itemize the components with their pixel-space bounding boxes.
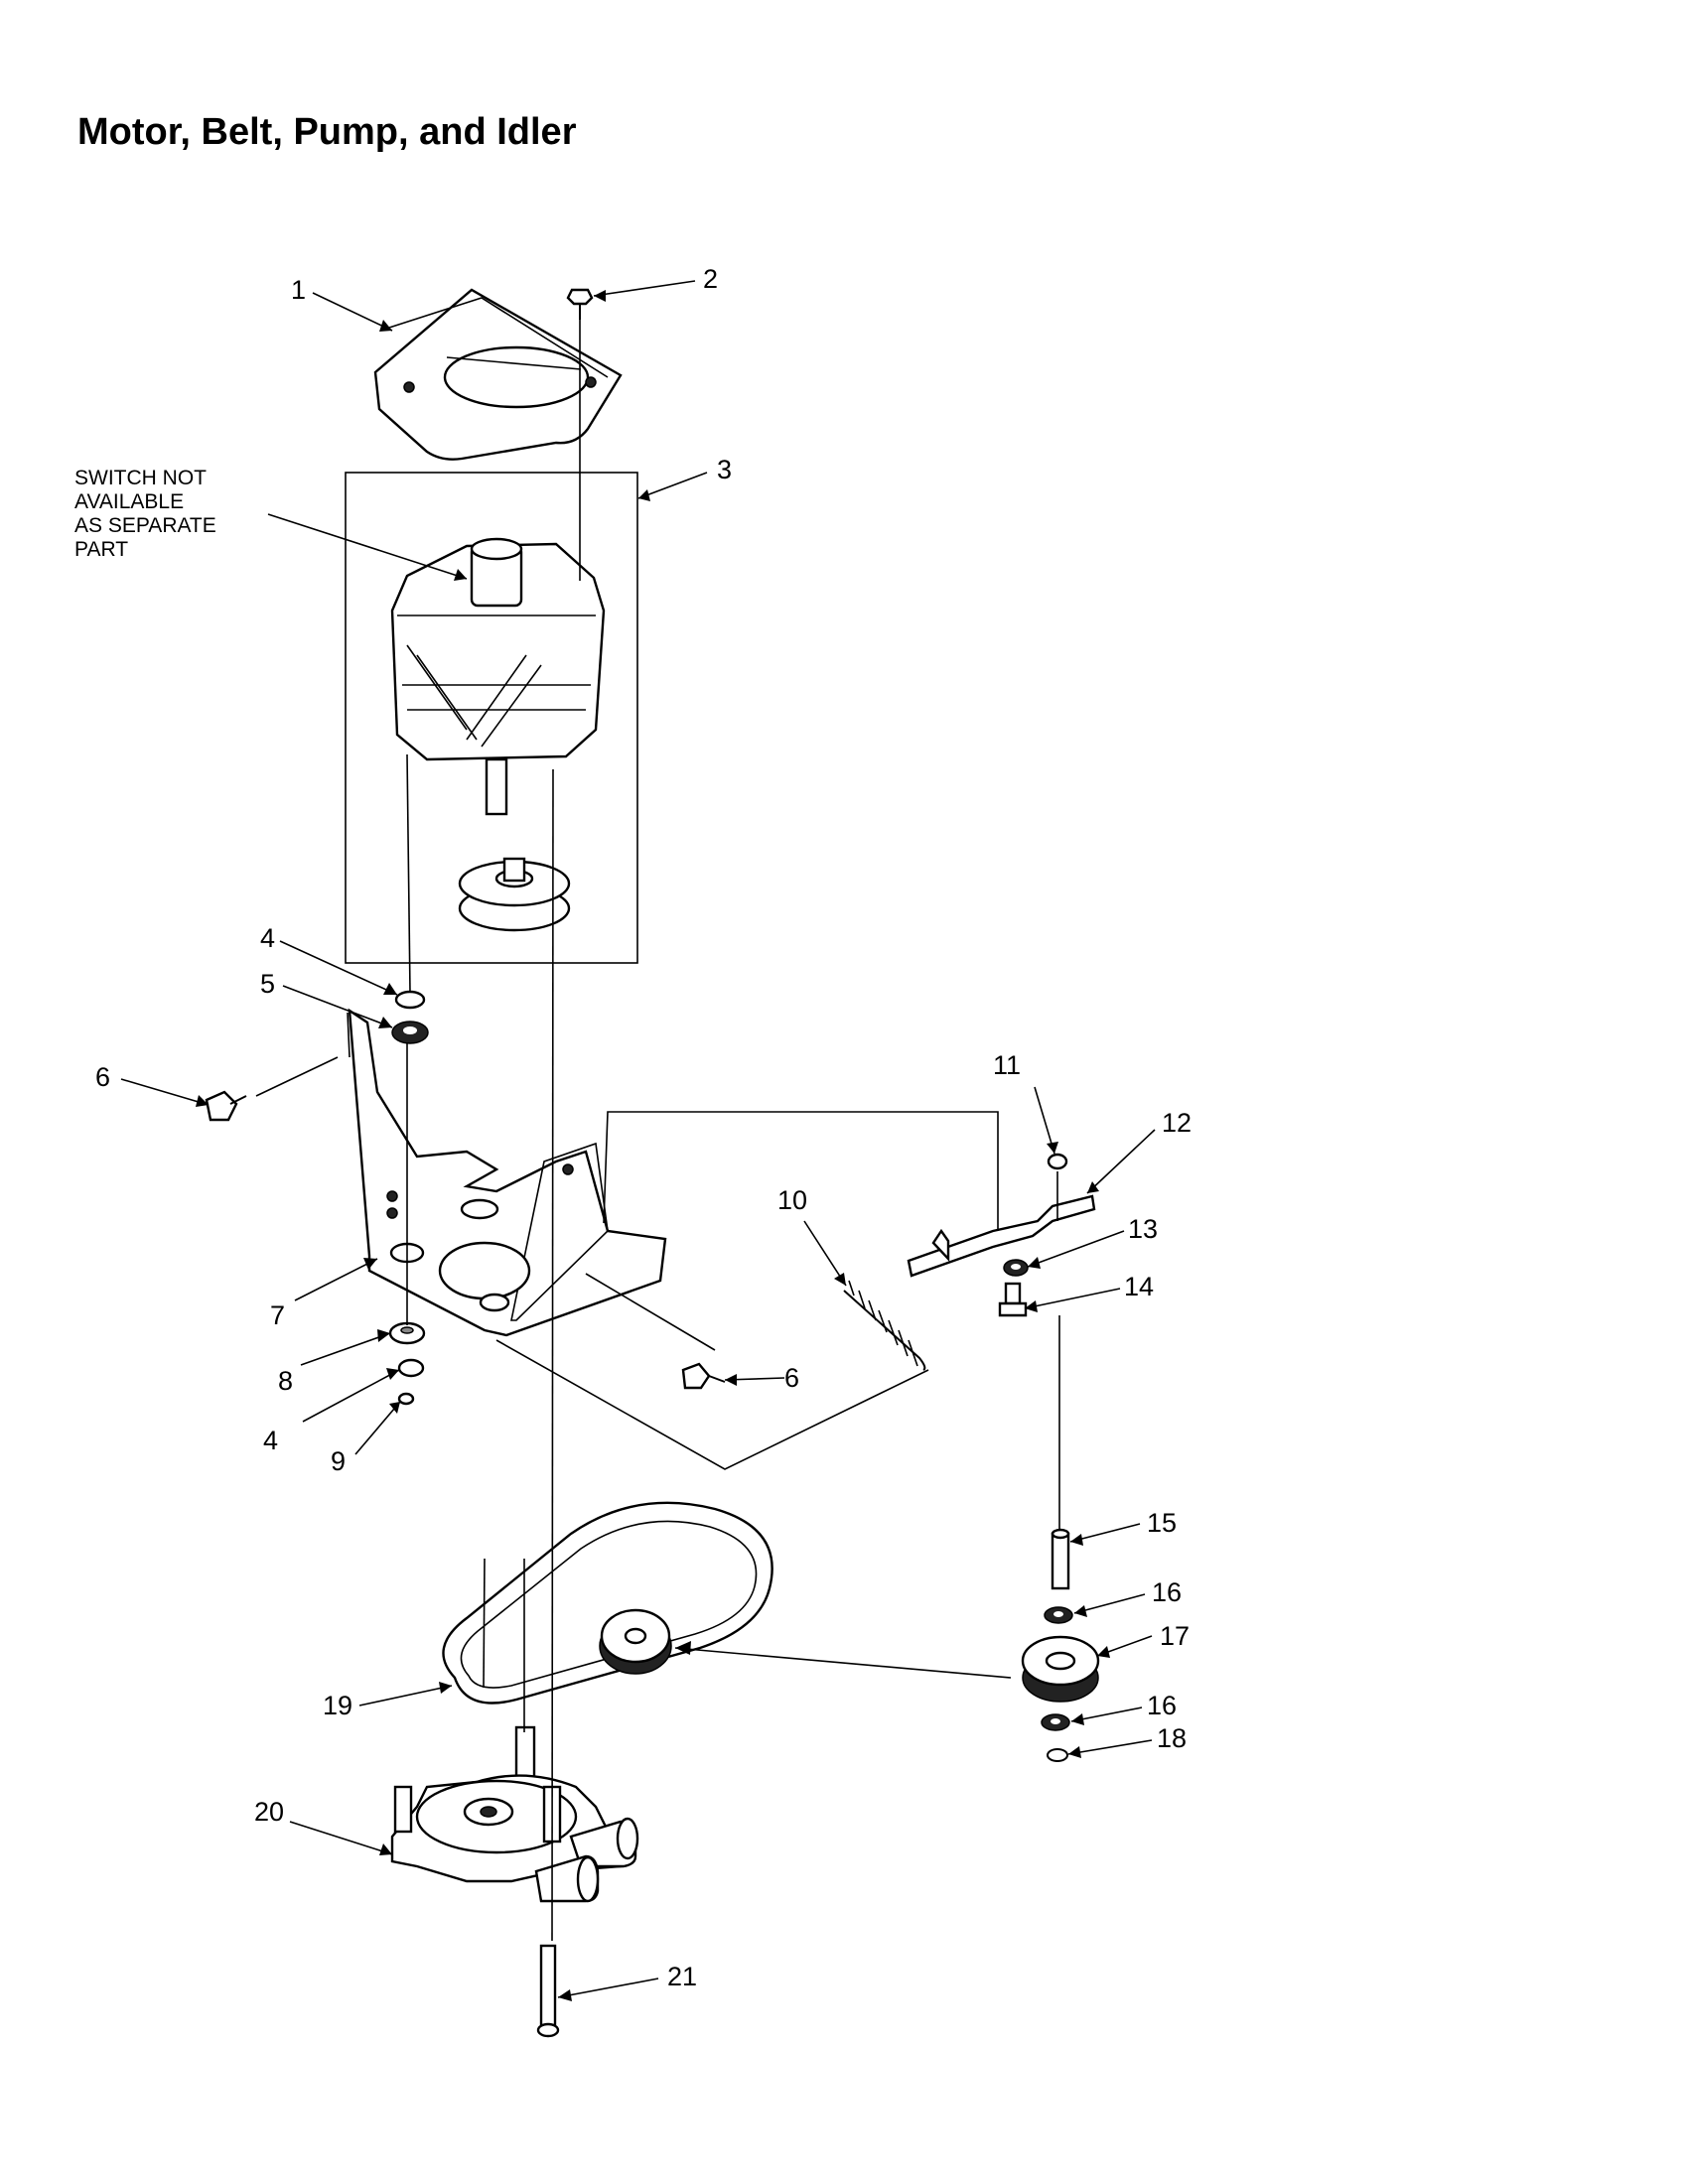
washer-part-8 [388, 1321, 426, 1345]
pump-part-20 [390, 1725, 639, 1903]
stud-part-14 [998, 1282, 1028, 1317]
callout-20: 20 [254, 1797, 284, 1827]
callout-3: 3 [717, 455, 732, 484]
callout-9: 9 [331, 1446, 346, 1476]
callout-1: 1 [291, 275, 306, 305]
exploded-guide-lines [255, 320, 1060, 1942]
callout-8: 8 [278, 1366, 293, 1396]
callout-7: 7 [270, 1300, 285, 1330]
washer-part-4 [394, 990, 426, 1010]
idler-arm-part-12 [907, 1194, 1096, 1278]
shaft-part-15 [1051, 1528, 1070, 1590]
callout-16b: 16 [1147, 1691, 1177, 1720]
ring-part-18 [1047, 1748, 1068, 1762]
callout-4b: 4 [263, 1426, 278, 1455]
callout-10: 10 [777, 1185, 807, 1215]
callout-18: 18 [1157, 1723, 1187, 1753]
washer-part-16a [1044, 1606, 1073, 1624]
callout-6a: 6 [95, 1062, 110, 1092]
washer-part-16b [1041, 1713, 1070, 1731]
idler-pulley-part-17 [1021, 1635, 1100, 1703]
nut-part-11 [1047, 1153, 1068, 1170]
callout-16a: 16 [1152, 1577, 1182, 1607]
callout-17: 17 [1160, 1621, 1190, 1651]
callout-13: 13 [1128, 1214, 1158, 1244]
motor-bracket-part-7 [348, 1008, 667, 1337]
motor-cover-part-1 [373, 288, 623, 461]
belt-part-19 [442, 1501, 773, 1705]
motor-assembly-frame [345, 472, 638, 964]
callout-12: 12 [1162, 1108, 1192, 1138]
callout-2: 2 [703, 264, 718, 294]
motor-part-3 [390, 537, 606, 932]
spring-part-10 [843, 1280, 926, 1371]
callout-19: 19 [323, 1691, 352, 1720]
washer-part-13 [1003, 1259, 1029, 1277]
screw-part-6b [681, 1362, 726, 1390]
screw-part-6a [205, 1090, 247, 1122]
callout-15: 15 [1147, 1508, 1177, 1538]
nut-part-9 [397, 1392, 415, 1406]
callout-4a: 4 [260, 923, 275, 953]
leader-lines [120, 280, 1156, 1998]
page-title: Motor, Belt, Pump, and Idler [77, 111, 577, 153]
switch-note-line-1: SWITCH NOT [74, 467, 207, 489]
callout-21: 21 [667, 1962, 697, 1991]
callout-14: 14 [1124, 1272, 1154, 1301]
callout-6b: 6 [784, 1363, 799, 1393]
callout-5: 5 [260, 969, 275, 999]
washer-part-4b [397, 1358, 425, 1378]
switch-note-line-3: AS SEPARATE [74, 514, 216, 537]
switch-note-line-2: AVAILABLE [74, 490, 184, 513]
bolt-part-21 [536, 1944, 560, 2038]
switch-note-line-4: PART [74, 538, 128, 561]
callout-11: 11 [993, 1050, 1021, 1080]
grommet-part-5 [391, 1021, 429, 1044]
screw-part-2 [566, 288, 594, 320]
arrowheads [196, 290, 1110, 2001]
